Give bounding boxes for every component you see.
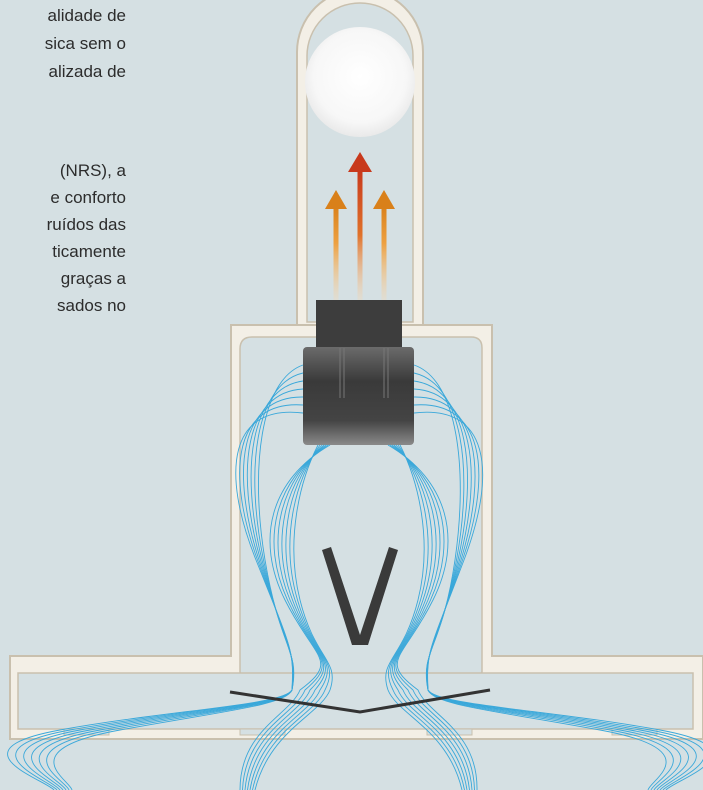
field-line — [247, 444, 326, 790]
field-line — [392, 444, 470, 790]
text-line: e conforto — [50, 188, 126, 207]
magnet-block-icon — [316, 300, 402, 348]
field-line — [252, 444, 330, 790]
field-line — [254, 444, 333, 790]
text-line: sados no — [57, 296, 126, 315]
field-line — [7, 411, 304, 790]
light-sphere-icon — [305, 27, 415, 137]
text-line: (NRS), a — [59, 161, 126, 180]
field-line — [389, 444, 475, 790]
text-line: sica sem o — [44, 34, 126, 53]
field-line — [413, 411, 703, 790]
text-line: alizada de — [48, 62, 126, 81]
text-line: alidade de — [47, 6, 126, 25]
text-line: ruídos das — [46, 215, 126, 234]
field-line — [390, 444, 468, 790]
field-line — [239, 444, 331, 790]
field-line — [249, 444, 328, 790]
field-line — [387, 444, 478, 790]
text-line: ticamente — [52, 242, 126, 261]
field-line — [242, 444, 329, 790]
heat-arrow-icons — [325, 152, 395, 300]
bottom-reed-line — [229, 688, 491, 714]
coil-block-icon — [303, 347, 414, 445]
field-line — [244, 444, 327, 790]
v-shaped-element-icon — [322, 547, 398, 645]
magnetic-field-lines — [7, 364, 703, 790]
field-line — [385, 444, 463, 790]
field-line — [388, 444, 465, 790]
field-line — [391, 444, 473, 790]
text-line: graças a — [60, 269, 126, 288]
